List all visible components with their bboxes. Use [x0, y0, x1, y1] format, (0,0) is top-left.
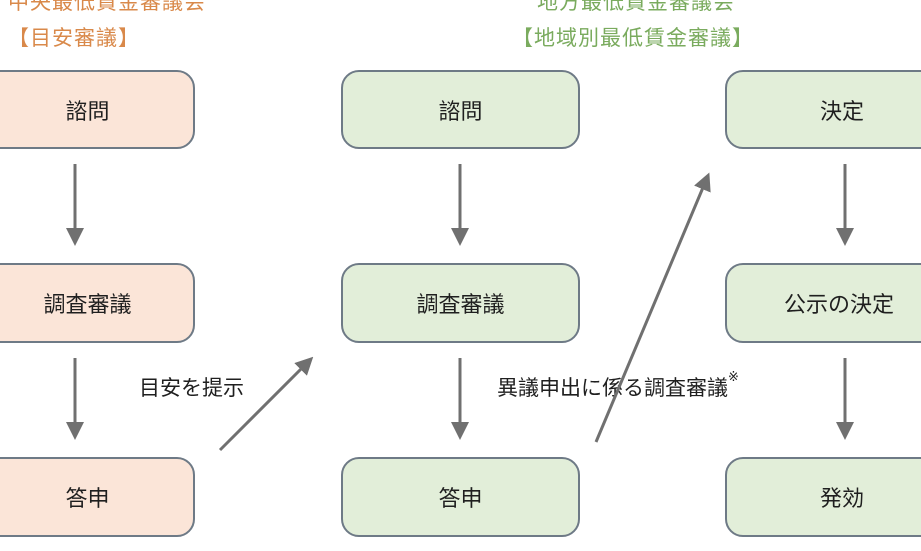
present-guideline-label: 目安を提示 — [139, 376, 244, 400]
central-review-box: 調査審議 — [0, 263, 195, 343]
local-council-title: 地方最低賃金審議会 — [537, 0, 735, 14]
local-report-label: 答申 — [438, 487, 483, 512]
local-inquiry-box: 諮問 — [341, 70, 580, 149]
central-report-box: 答申 — [0, 457, 195, 537]
central-review-label: 調査審議 — [43, 293, 132, 318]
publication-decision-box: 公示の決定 — [725, 263, 921, 343]
local-report-box: 答申 — [341, 457, 580, 537]
central-report-label: 答申 — [65, 487, 110, 512]
objection-note-mark: ※ — [728, 370, 739, 385]
central-council-subtitle: 【目安審議】 — [8, 26, 140, 50]
central-inquiry-label: 諮問 — [65, 99, 110, 125]
local-inquiry-label: 諮問 — [438, 99, 483, 125]
arrow-guideline-to-local-review — [218, 356, 314, 452]
central-inquiry-box: 諮問 — [0, 70, 195, 149]
local-review-box: 調査審議 — [341, 263, 580, 343]
effective-box: 発効 — [725, 457, 921, 537]
decision-label: 決定 — [820, 99, 865, 125]
decision-box: 決定 — [725, 70, 921, 149]
objection-review-label: 異議申出に係る調査審議※ — [497, 370, 739, 402]
local-council-subtitle: 【地域別最低賃金審議】 — [512, 26, 754, 50]
arrow-local-report-to-decision — [594, 172, 711, 443]
objection-review-text: 異議申出に係る調査審議 — [497, 376, 728, 400]
publication-decision-label: 公示の決定 — [784, 293, 895, 318]
local-review-label: 調査審議 — [416, 293, 505, 318]
central-council-title: 中央最低賃金審議会 — [8, 0, 206, 14]
effective-label: 発効 — [820, 487, 865, 512]
